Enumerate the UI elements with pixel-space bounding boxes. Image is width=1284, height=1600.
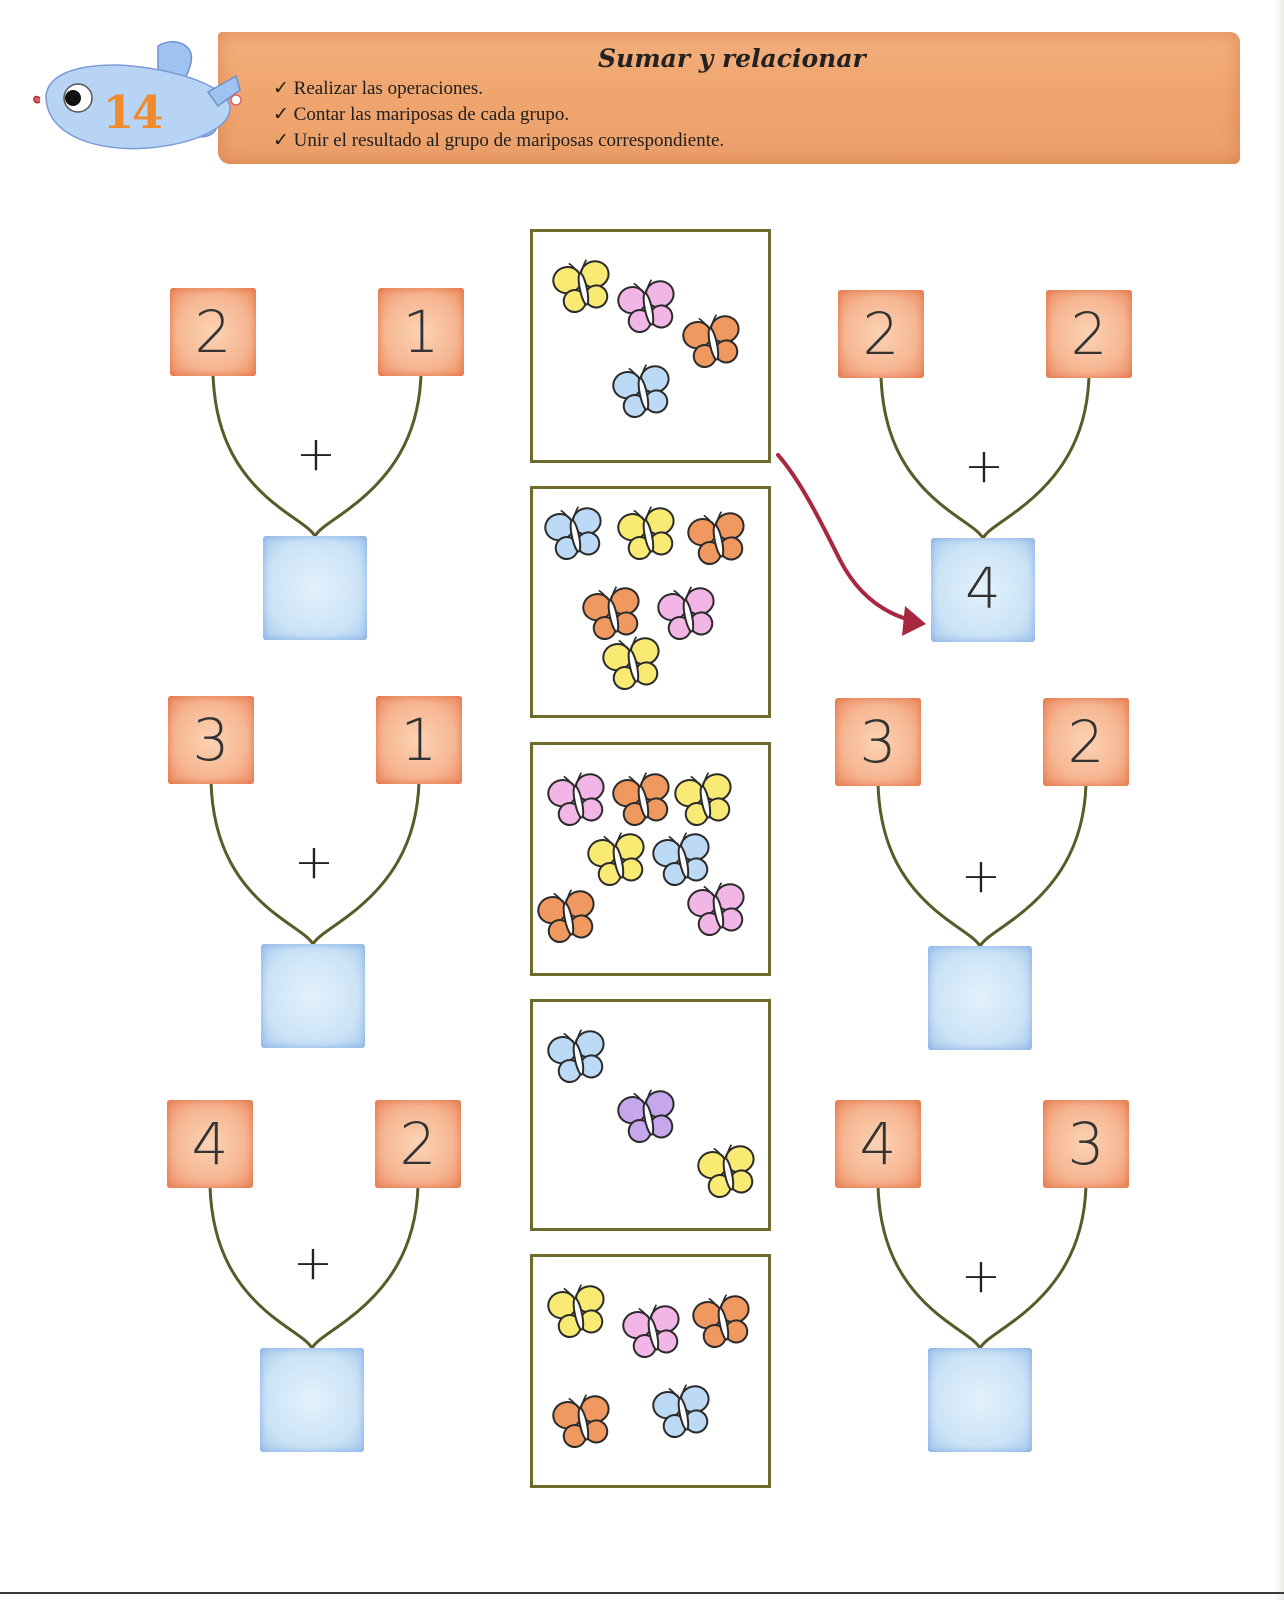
butterfly [544, 506, 602, 561]
butterfly [697, 1144, 755, 1199]
butterfly [552, 1394, 610, 1449]
exercise-6: 4 3 + [825, 1100, 1135, 1460]
butterfly-group-5[interactable] [530, 1254, 771, 1488]
butterfly [587, 832, 645, 887]
answer-box[interactable] [263, 536, 367, 640]
butterfly [602, 636, 660, 691]
butterfly [582, 586, 640, 641]
plus-sign: + [963, 438, 1005, 494]
plus-sign: + [295, 426, 337, 482]
butterfly [687, 511, 745, 566]
header-banner: Sumar y relacionar ✓ Realizar las operac… [218, 32, 1240, 164]
page-edge [1274, 0, 1284, 1600]
butterfly-group-1[interactable] [530, 229, 771, 463]
instruction-1: ✓ Realizar las operaciones. [273, 78, 484, 99]
instruction-2: ✓ Contar las mariposas de cada grupo. [273, 104, 570, 125]
addend-1: 3 [835, 698, 921, 786]
connector-lines [879, 375, 1091, 539]
plus-sign: + [292, 1235, 334, 1291]
exercise-3: 3 1 + [158, 696, 468, 1056]
butterflies-group-4 [547, 1029, 755, 1199]
connector-lines [876, 783, 1088, 947]
exercise-5: 4 2 + [157, 1100, 467, 1460]
instructions-list: ✓ Realizar las operaciones. ✓ Contar las… [273, 76, 724, 154]
addend-1: 3 [168, 696, 254, 784]
butterfly [692, 1294, 750, 1349]
connector-lines [876, 1185, 1088, 1349]
connector-lines [209, 781, 421, 945]
butterfly [547, 1029, 605, 1084]
addend-1: 2 [838, 290, 924, 378]
butterflies-group-2 [544, 506, 745, 691]
butterfly [617, 279, 675, 334]
exercise-1: 2 1 + [160, 288, 470, 648]
butterfly [682, 314, 740, 369]
airplane-mascot-icon [33, 41, 242, 150]
instruction-3: ✓ Unir el resultado al grupo de mariposa… [273, 130, 725, 151]
page-number: 14 [102, 86, 164, 139]
exercise-4: 3 2 + [825, 698, 1135, 1058]
answer-box[interactable] [261, 944, 365, 1048]
answer-box[interactable]: 4 [931, 538, 1035, 642]
butterfly [652, 832, 710, 887]
bottom-rule [0, 1592, 1284, 1594]
answer-box[interactable] [928, 1348, 1032, 1452]
butterfly [552, 259, 610, 314]
butterfly [674, 772, 732, 827]
butterfly [537, 889, 595, 944]
addend-2: 2 [1046, 290, 1132, 378]
butterflies-group-1 [552, 259, 740, 419]
answer-box[interactable] [260, 1348, 364, 1452]
addend-1: 2 [170, 288, 256, 376]
butterfly [622, 1304, 680, 1359]
butterfly-group-3[interactable] [530, 742, 771, 976]
butterfly [617, 1089, 675, 1144]
plus-sign: + [293, 834, 335, 890]
page-title: Sumar y relacionar [598, 44, 866, 73]
plus-sign: + [960, 1248, 1002, 1304]
butterfly [612, 364, 670, 419]
addend-2: 2 [375, 1100, 461, 1188]
butterfly [687, 882, 745, 937]
butterfly [652, 1384, 710, 1439]
butterfly-group-2[interactable] [530, 486, 771, 718]
butterfly [612, 772, 670, 827]
addend-2: 3 [1043, 1100, 1129, 1188]
connector-lines [211, 373, 423, 537]
answer-box[interactable] [928, 946, 1032, 1050]
butterflies-group-3 [537, 772, 745, 944]
addend-2: 1 [376, 696, 462, 784]
exercise-2: 2 2 + 4 [828, 290, 1138, 650]
butterfly-group-4[interactable] [530, 999, 771, 1231]
butterfly [657, 586, 715, 641]
addend-1: 4 [835, 1100, 921, 1188]
butterfly [547, 772, 605, 827]
addend-1: 4 [167, 1100, 253, 1188]
plus-sign: + [960, 848, 1002, 904]
addend-2: 1 [378, 288, 464, 376]
connector-lines [208, 1185, 420, 1349]
butterfly [617, 506, 675, 561]
butterfly [547, 1284, 605, 1339]
addend-2: 2 [1043, 698, 1129, 786]
butterflies-group-5 [547, 1284, 750, 1449]
